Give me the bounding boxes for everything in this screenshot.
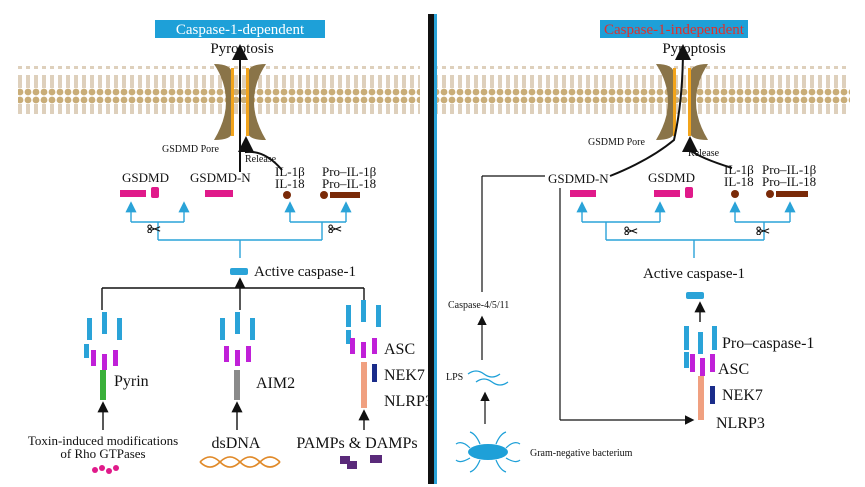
right-gsdmd-n	[570, 190, 596, 197]
dna-helix-icon	[199, 456, 281, 468]
right-pro-il-head	[766, 190, 774, 198]
nlrp3-inflammasome-left	[346, 300, 381, 430]
left-panel: Caspase-1-dependent Pyroptosis GSDMD Por…	[28, 20, 433, 474]
right-il-mature	[731, 190, 739, 198]
nlrp3-label-right: NLRP3	[716, 415, 765, 432]
right-pro-il18-label: Pro–IL-18	[762, 174, 816, 189]
asc-label-right: ASC	[718, 361, 749, 378]
lps-icon	[467, 370, 509, 386]
right-gsdmd-n-label: GSDMD-N	[548, 171, 609, 186]
toxin-icon	[92, 465, 119, 474]
left-pro-il-head	[320, 191, 328, 199]
left-header-title: Caspase-1-dependent	[176, 22, 305, 38]
right-active-caspase-icon	[686, 292, 704, 299]
cell-membrane-left	[18, 66, 420, 114]
panel-divider	[428, 14, 434, 484]
non-canonical-connector	[481, 175, 695, 425]
pamps-damps-icon	[340, 455, 382, 469]
pyrin-label: Pyrin	[114, 373, 149, 390]
left-header-box	[155, 20, 325, 38]
aim2-inflammasome	[220, 312, 255, 430]
right-active-caspase-label: Active caspase-1	[643, 266, 745, 282]
right-gsdmd-pore-label: GSDMD Pore	[588, 137, 646, 148]
left-inflammasome-connector	[101, 287, 365, 310]
right-header-box	[600, 20, 748, 38]
left-gsdmd-n-label: GSDMD-N	[190, 170, 251, 185]
toxin-label-line1: Toxin-induced modifications	[28, 433, 178, 448]
cell-membrane-right	[436, 66, 850, 114]
left-pro-il-body	[330, 192, 360, 198]
left-gsdmd-label: GSDMD	[122, 170, 169, 185]
caspase-4511-label: Caspase-4/5/11	[448, 300, 509, 311]
right-pro-il-body	[776, 191, 808, 197]
lps-label: LPS	[446, 372, 463, 383]
left-active-caspase-icon	[230, 268, 248, 275]
left-scissors-icon-2	[328, 224, 342, 233]
right-release-label: Release	[688, 148, 720, 159]
left-gsdmd-full	[120, 190, 146, 197]
right-panel: Caspase-1-independent Pyroptosis GSDMD P…	[446, 20, 817, 473]
right-gsdmd-c	[685, 187, 693, 198]
left-pyroptosis-label: Pyroptosis	[210, 41, 274, 57]
left-active-caspase-label: Active caspase-1	[254, 264, 356, 280]
left-release-arrow	[238, 136, 283, 171]
left-pro-il18-label: Pro–IL-18	[322, 176, 376, 191]
right-gsdmd-pore	[656, 64, 708, 140]
aim2-label: AIM2	[256, 375, 295, 392]
nlrp3-label-left: NLRP3	[384, 393, 433, 410]
left-cleavage-tree	[125, 201, 352, 258]
right-pyroptosis-arrow	[609, 44, 691, 177]
right-header-title: Caspase-1-independent	[604, 22, 745, 38]
right-pyroptosis-label: Pyroptosis	[662, 41, 726, 57]
left-pro-il1b-label: Pro–IL-1β	[322, 164, 377, 179]
left-release-label: Release	[245, 154, 277, 165]
right-scissors-icon-1	[624, 226, 638, 235]
pyrin-inflammasome	[84, 312, 122, 430]
right-release-arrow	[682, 136, 733, 169]
gram-negative-bacterium-icon	[455, 431, 521, 473]
left-il1b-label: IL-1β	[275, 164, 305, 179]
left-gsdmd-pore-label: GSDMD Pore	[162, 144, 220, 155]
pro-caspase-label: Pro–caspase-1	[722, 335, 814, 352]
left-il-mature	[283, 191, 291, 199]
bacterium-label: Gram-negative bacterium	[530, 448, 633, 459]
nlrp3-inflammasome-right	[684, 326, 717, 420]
nek7-label-left: NEK7	[384, 367, 425, 384]
left-il18-label: IL-18	[275, 176, 305, 191]
toxin-label-line2: of Rho GTPases	[60, 446, 145, 461]
pamps-damps-label: PAMPs & DAMPs	[296, 435, 417, 452]
right-gsdmd-label: GSDMD	[648, 170, 695, 185]
dsdna-label: dsDNA	[212, 435, 261, 452]
left-gsdmd-n	[205, 190, 233, 197]
left-gsdmd-c	[151, 187, 159, 198]
left-gsdmd-pore	[214, 64, 266, 140]
right-pro-il1b-label: Pro–IL-1β	[762, 162, 817, 177]
right-gsdmd-full	[654, 190, 680, 197]
right-scissors-icon-2	[756, 226, 770, 235]
panel-divider-accent	[434, 14, 437, 484]
asc-label-left: ASC	[384, 341, 415, 358]
right-il1b-label: IL-1β	[724, 162, 754, 177]
nek7-label-right: NEK7	[722, 387, 763, 404]
right-il18-label: IL-18	[724, 174, 754, 189]
